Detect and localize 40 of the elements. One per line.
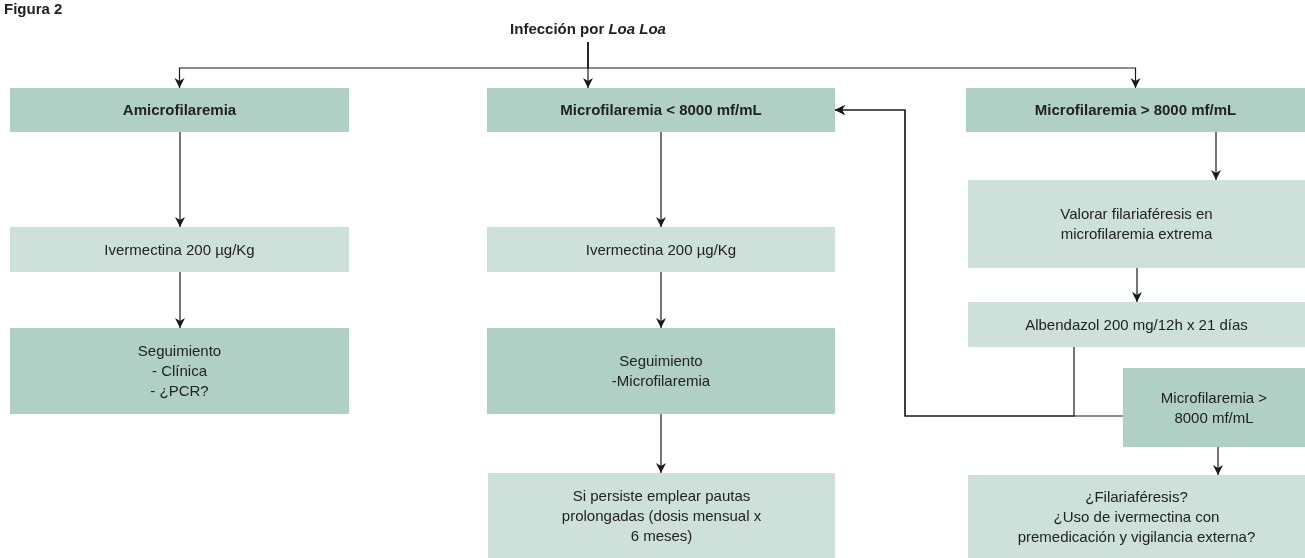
box-text: ¿Filariaféresis? (1085, 486, 1188, 507)
process-box (487, 88, 835, 132)
box-text: Valorar filariaféresis en microfilaremia extrema (1059, 204, 1214, 244)
arrow (175, 131, 185, 228)
arrow (656, 413, 666, 474)
box-text: Seguimiento (619, 351, 703, 371)
box-text: Ivermectina 200 µg/Kg (585, 239, 737, 260)
process-box (968, 180, 1305, 268)
box-text: Microfilaremia > 8000 mf/mL (1159, 387, 1269, 428)
arrow (1213, 446, 1223, 476)
box-text: ¿Uso de ivermectina con premedicación y vigilancia externa? (1016, 506, 1257, 547)
arrow (175, 271, 185, 329)
arrow (1132, 267, 1142, 303)
process-box (1123, 368, 1305, 447)
arrow (656, 271, 666, 329)
process-box (966, 88, 1305, 132)
box-text: Microfilaremia > 8000 mf/mL (1034, 100, 1237, 120)
box-text: -Microfilaremia (611, 371, 711, 391)
box-text: Si persiste emplear pautas prolongadas (dosis mensual x 6 meses) (561, 485, 762, 546)
process-box (968, 302, 1305, 347)
arrow (1211, 131, 1221, 181)
process-box (968, 475, 1305, 558)
box-text: - Clínica (152, 361, 207, 381)
process-box (487, 227, 835, 272)
process-box (488, 473, 835, 558)
arrow (834, 105, 1124, 417)
process-box (10, 88, 349, 132)
box-text: Amicrofilaremia (122, 100, 237, 120)
box-text: Microfilaremia < 8000 mf/mL (560, 100, 762, 120)
process-box (10, 227, 349, 272)
box-text: Seguimiento (137, 341, 222, 361)
box-text: Ivermectina 200 µg/Kg (104, 239, 255, 260)
box-text: - ¿PCR? (150, 381, 209, 401)
box-text: Infección por Loa Loa (510, 19, 666, 39)
arrow (587, 41, 1141, 89)
box-text: Albendazol 200 mg/12h x 21 días (1025, 314, 1248, 335)
arrow (656, 131, 666, 228)
process-box (10, 328, 349, 414)
figure-title: Figura 2 (4, 0, 63, 18)
process-box (487, 328, 835, 414)
